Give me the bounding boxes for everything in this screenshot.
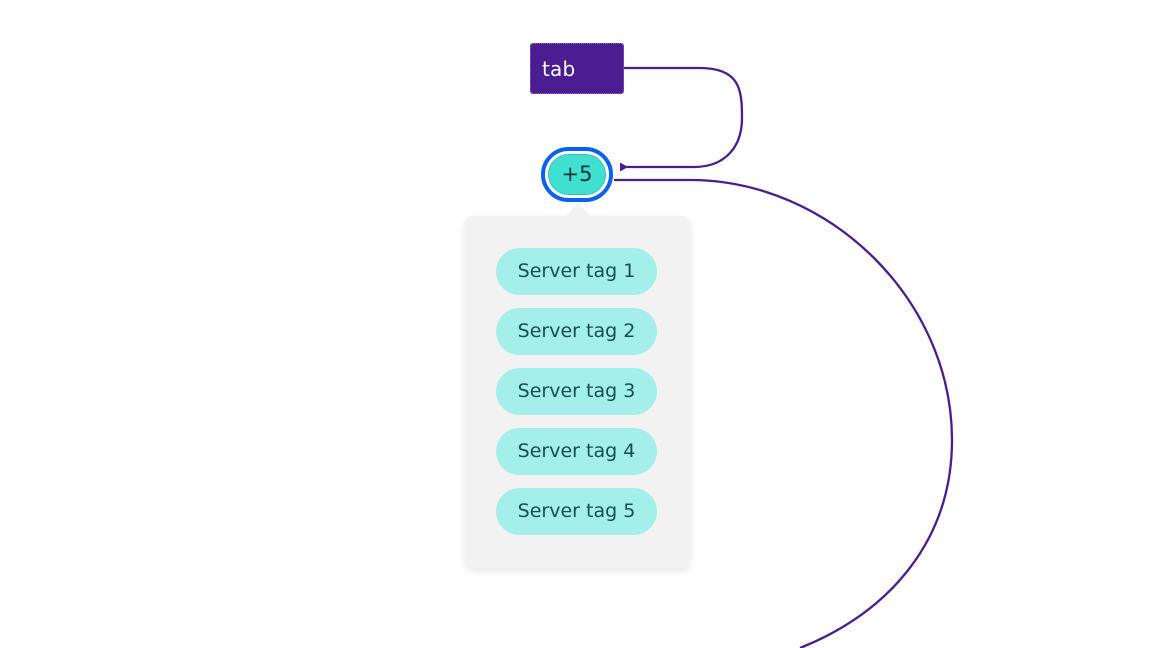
- list-item[interactable]: Server tag 3: [496, 368, 657, 415]
- server-tag-label: Server tag 1: [517, 260, 636, 282]
- overflow-badge[interactable]: +5: [541, 147, 613, 202]
- overflow-badge-count: +5: [561, 162, 593, 186]
- server-tag-label: Server tag 3: [517, 380, 636, 402]
- list-item[interactable]: Server tag 1: [496, 248, 657, 295]
- server-tag-label: Server tag 5: [517, 500, 636, 522]
- popover-caret: [565, 203, 591, 217]
- list-item[interactable]: Server tag 4: [496, 428, 657, 475]
- server-tag-label: Server tag 4: [517, 440, 636, 462]
- server-tag-label: Server tag 2: [517, 320, 636, 342]
- server-tag-list: Server tag 1 Server tag 2 Server tag 3 S…: [496, 248, 657, 535]
- server-tags-popover: Server tag 1 Server tag 2 Server tag 3 S…: [465, 203, 690, 568]
- overflow-badge-pill[interactable]: +5: [548, 154, 606, 195]
- list-item[interactable]: Server tag 5: [496, 488, 657, 535]
- tab-node-label: tab: [542, 56, 576, 81]
- tab-node[interactable]: tab: [530, 43, 624, 94]
- edge-tab-to-badge: [620, 66, 744, 172]
- list-item[interactable]: Server tag 2: [496, 308, 657, 355]
